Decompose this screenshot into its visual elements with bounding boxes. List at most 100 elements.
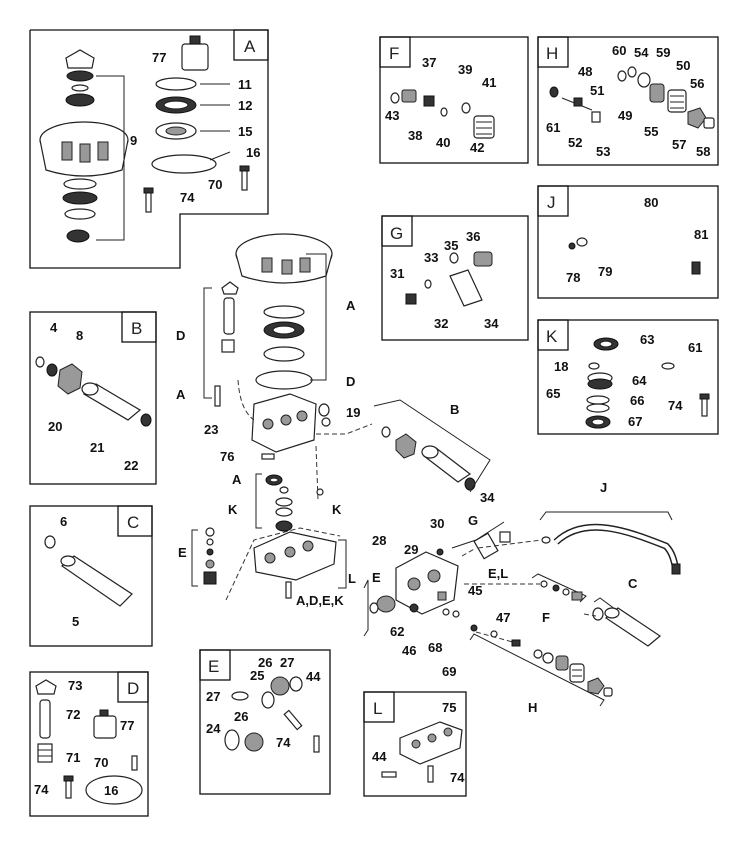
kit-j-letter: J [547, 193, 556, 212]
main-label-j: J [600, 480, 607, 495]
svg-text:78: 78 [566, 270, 580, 285]
main-label-h: H [528, 700, 537, 715]
kit-d-box: D [29, 671, 149, 817]
svg-text:35: 35 [444, 238, 458, 253]
svg-text:74: 74 [34, 782, 49, 797]
main-exploded-view [191, 233, 681, 707]
kit-l-box: L [363, 691, 467, 797]
svg-text:38: 38 [408, 128, 422, 143]
kit-g-letter: G [390, 224, 403, 243]
svg-text:79: 79 [598, 264, 612, 279]
main-label-a-top: A [346, 298, 356, 313]
main-label-62: 62 [390, 624, 404, 639]
svg-text:44: 44 [372, 749, 387, 764]
svg-text:48: 48 [578, 64, 592, 79]
main-label-23: 23 [204, 422, 218, 437]
svg-text:63: 63 [640, 332, 654, 347]
svg-text:20: 20 [48, 419, 62, 434]
svg-text:70: 70 [94, 755, 108, 770]
svg-text:26: 26 [258, 655, 272, 670]
main-label-29: 29 [404, 542, 418, 557]
svg-text:61: 61 [688, 340, 702, 355]
svg-text:4: 4 [50, 320, 58, 335]
kit-b-letter: B [131, 319, 142, 338]
main-label-76: 76 [220, 449, 234, 464]
main-label-g: G [468, 513, 478, 528]
svg-text:41: 41 [482, 75, 496, 90]
svg-text:60: 60 [612, 43, 626, 58]
svg-text:54: 54 [634, 45, 649, 60]
main-label-d-right: D [346, 374, 355, 389]
main-label-f: F [542, 610, 550, 625]
kit-k-letter: K [546, 327, 558, 346]
svg-text:12: 12 [238, 98, 252, 113]
svg-text:58: 58 [696, 144, 710, 159]
svg-text:24: 24 [206, 721, 221, 736]
svg-text:51: 51 [590, 83, 604, 98]
kit-j-box: J [537, 185, 719, 299]
svg-text:66: 66 [630, 393, 644, 408]
svg-text:43: 43 [385, 108, 399, 123]
main-label-30: 30 [430, 516, 444, 531]
svg-text:25: 25 [250, 668, 264, 683]
kit-a-letter: A [244, 37, 256, 56]
main-label-el: E,L [488, 566, 508, 581]
svg-text:49: 49 [618, 108, 632, 123]
kit-c-letter: C [127, 513, 139, 532]
svg-text:77: 77 [152, 50, 166, 65]
svg-text:75: 75 [442, 700, 456, 715]
svg-text:5: 5 [72, 614, 79, 629]
main-label-28: 28 [372, 533, 386, 548]
svg-text:65: 65 [546, 386, 560, 401]
svg-text:74: 74 [450, 770, 465, 785]
svg-text:61: 61 [546, 120, 560, 135]
svg-text:53: 53 [596, 144, 610, 159]
svg-text:74: 74 [180, 190, 195, 205]
main-label-e-right: E [372, 570, 381, 585]
svg-text:32: 32 [434, 316, 448, 331]
svg-text:18: 18 [554, 359, 568, 374]
svg-text:52: 52 [568, 135, 582, 150]
svg-text:57: 57 [672, 137, 686, 152]
svg-text:37: 37 [422, 55, 436, 70]
svg-text:36: 36 [466, 229, 480, 244]
kit-f-letter: F [389, 44, 399, 63]
svg-text:70: 70 [208, 177, 222, 192]
svg-text:27: 27 [206, 689, 220, 704]
main-label-e-left: E [178, 545, 187, 560]
main-label-l: L [348, 571, 356, 586]
svg-text:74: 74 [668, 398, 683, 413]
svg-text:44: 44 [306, 669, 321, 684]
svg-text:21: 21 [90, 440, 104, 455]
kit-f-box: F [379, 36, 529, 164]
svg-text:34: 34 [484, 316, 499, 331]
svg-text:74: 74 [276, 735, 291, 750]
svg-text:22: 22 [124, 458, 138, 473]
svg-text:16: 16 [104, 783, 118, 798]
svg-text:55: 55 [644, 124, 658, 139]
svg-text:6: 6 [60, 514, 67, 529]
kit-l-letter: L [373, 699, 382, 718]
svg-text:50: 50 [676, 58, 690, 73]
kit-h-box: H [537, 36, 719, 166]
kit-e-letter: E [208, 657, 219, 676]
svg-text:73: 73 [68, 678, 82, 693]
svg-text:56: 56 [690, 76, 704, 91]
main-label-19: 19 [346, 405, 360, 420]
svg-text:71: 71 [66, 750, 80, 765]
svg-text:16: 16 [246, 145, 260, 160]
svg-text:9: 9 [130, 133, 137, 148]
svg-text:77: 77 [120, 718, 134, 733]
svg-text:59: 59 [656, 45, 670, 60]
kit-d-letter: D [127, 679, 139, 698]
svg-text:39: 39 [458, 62, 472, 77]
main-label-46: 46 [402, 643, 416, 658]
kit-k-box: K [537, 319, 719, 435]
main-label-a-mid: A [232, 472, 242, 487]
main-label-45: 45 [468, 583, 482, 598]
main-label-adek: A,D,E,K [296, 593, 344, 608]
svg-text:81: 81 [694, 227, 708, 242]
svg-text:64: 64 [632, 373, 647, 388]
svg-text:26: 26 [234, 709, 248, 724]
